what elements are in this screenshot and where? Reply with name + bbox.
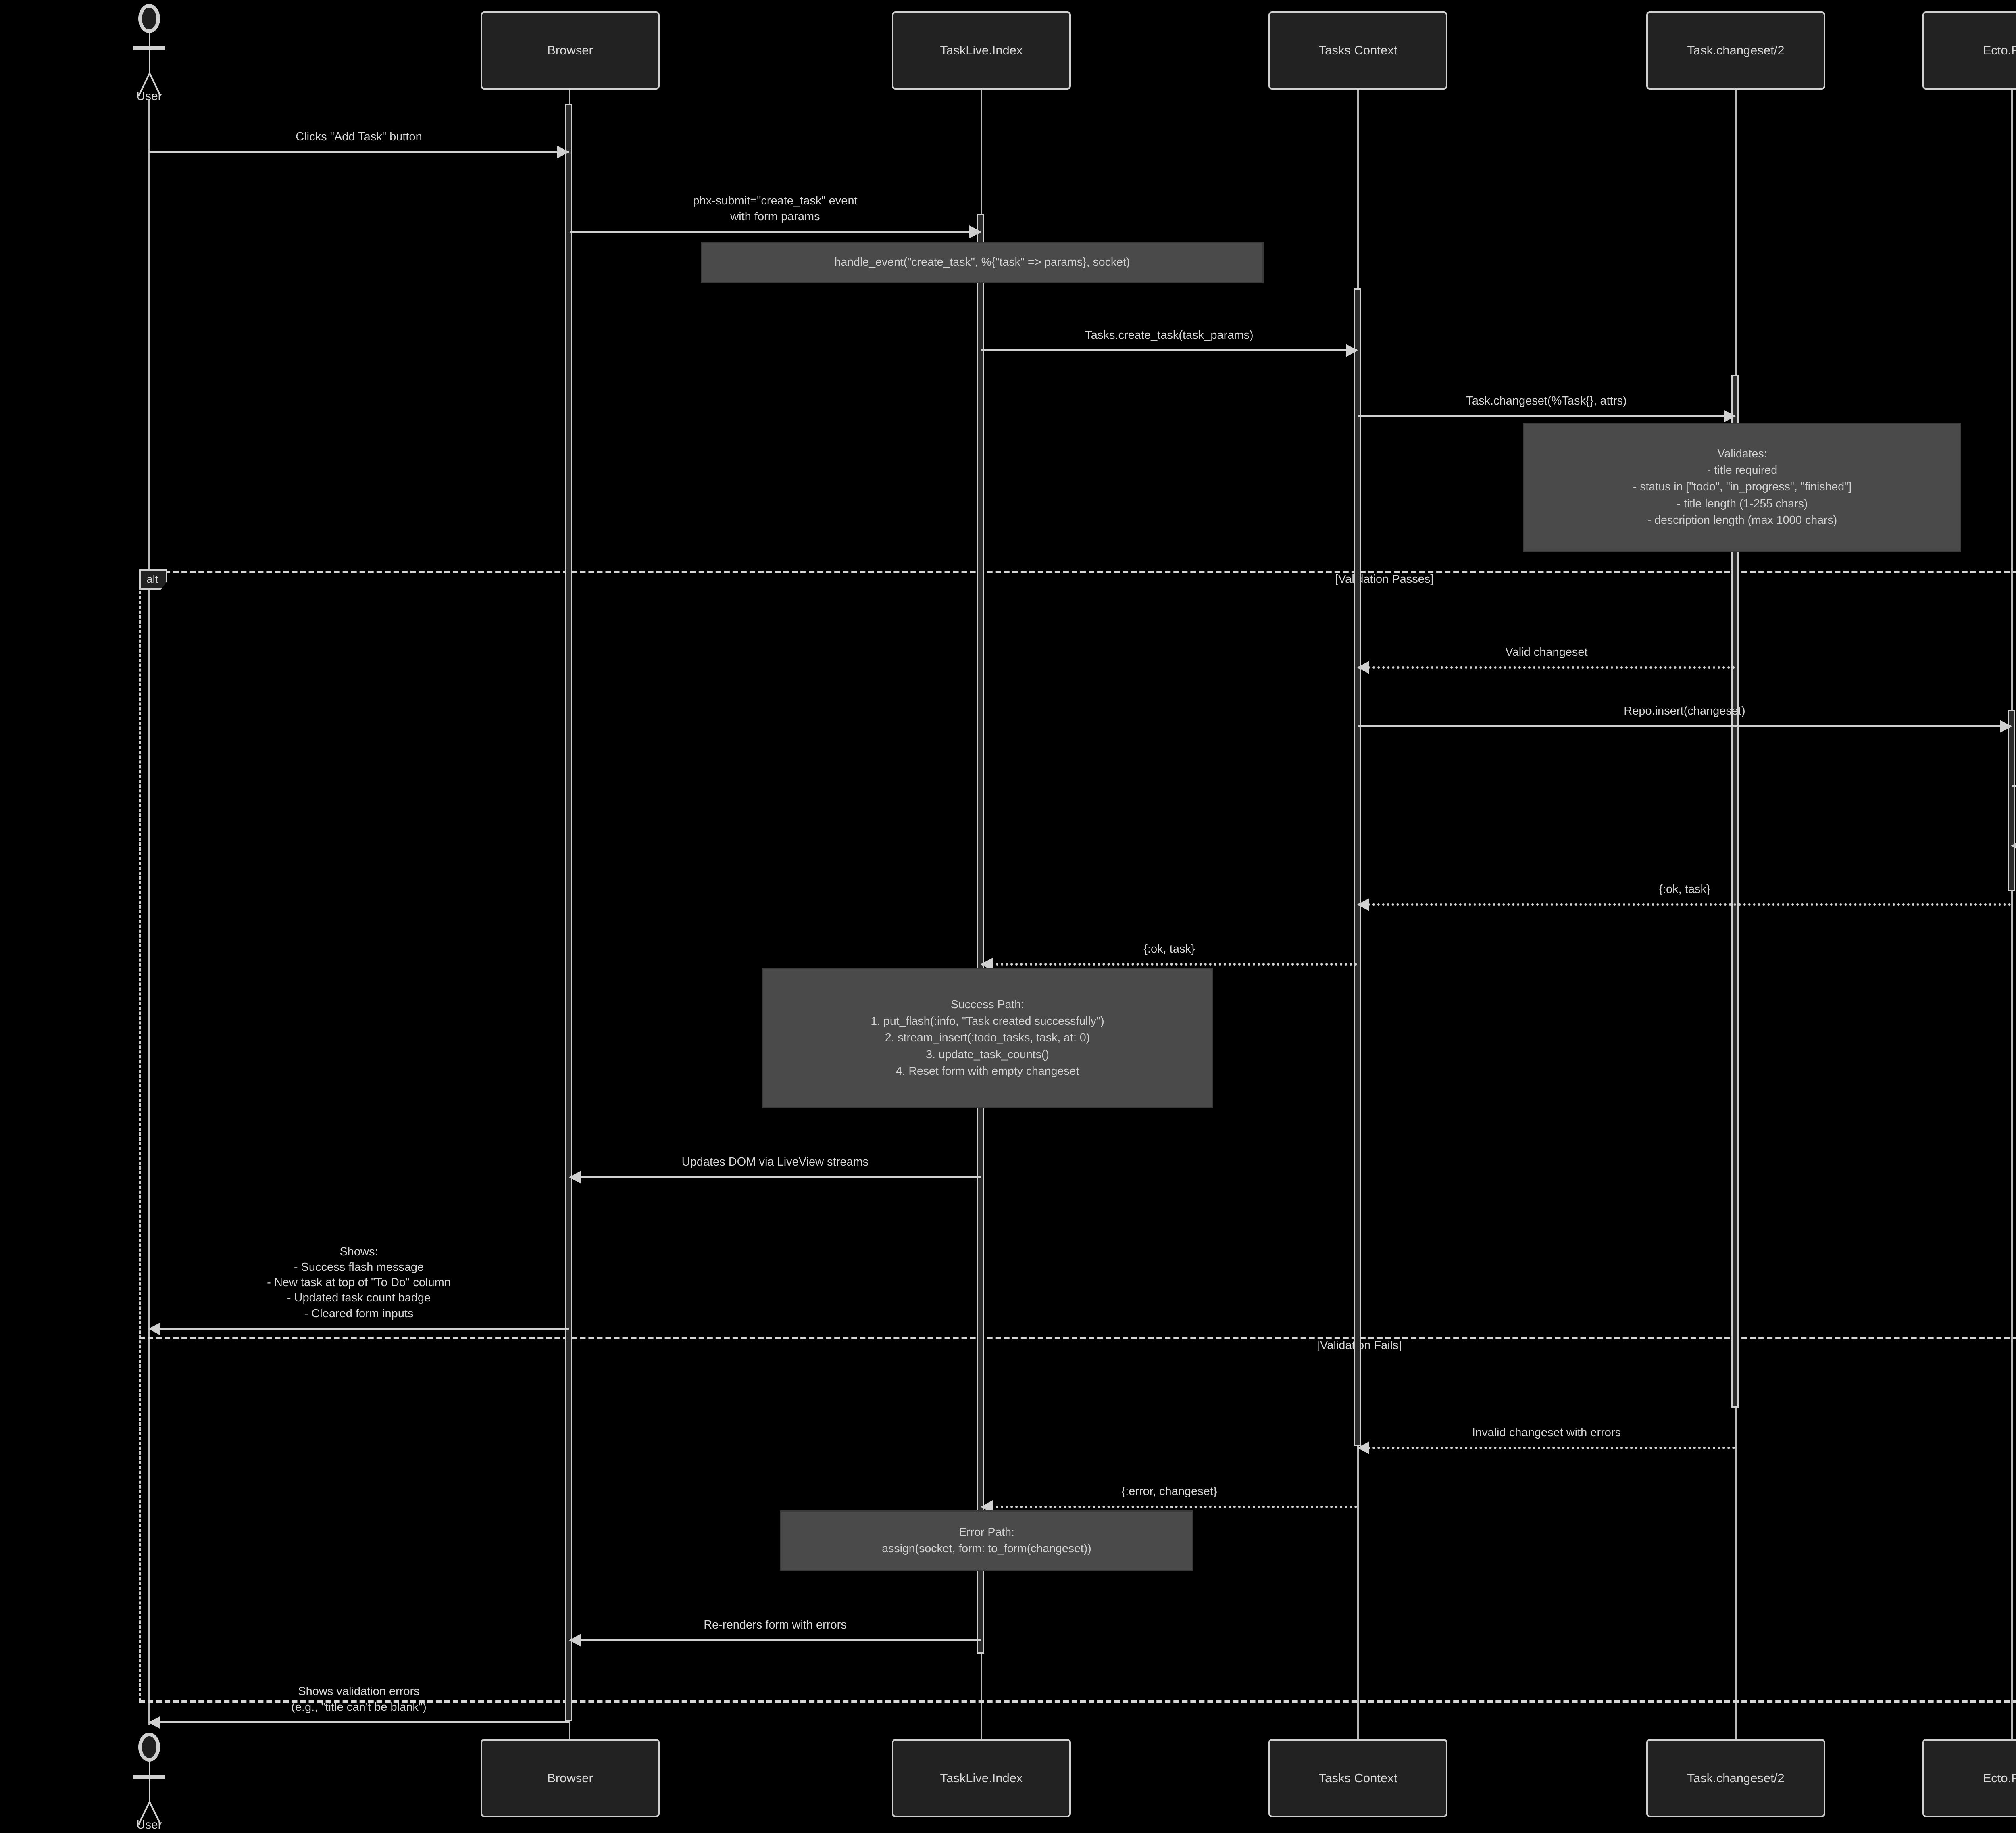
note-validates: Validates: - title required - status in … bbox=[1523, 423, 1961, 552]
arrowhead-left-icon bbox=[569, 1171, 581, 1184]
message-label: Shows: - Success flash message - New tas… bbox=[267, 1245, 451, 1320]
lifeline-user bbox=[148, 100, 150, 1725]
message-line bbox=[149, 1721, 569, 1723]
participant-label-tasklive-index: TaskLive.Index bbox=[940, 43, 1023, 57]
alt-fragment-tag: alt bbox=[139, 569, 167, 590]
arrowhead-right-icon bbox=[1724, 410, 1736, 423]
note-handle-event: handle_event("create_task", %{"task" => … bbox=[701, 242, 1264, 283]
participant-box-tasks-context-bottom[interactable]: Tasks Context bbox=[1268, 1739, 1447, 1817]
participant-box-tasks-context[interactable]: Tasks Context bbox=[1268, 11, 1447, 90]
note-success-path: Success Path: 1. put_flash(:info, "Task … bbox=[762, 968, 1213, 1108]
message-label: Updates DOM via LiveView streams bbox=[681, 1155, 869, 1168]
alt-fragment-bottom-border bbox=[139, 1700, 2016, 1703]
actor-head-icon bbox=[138, 1733, 160, 1762]
participant-label-tasklive-index: TaskLive.Index bbox=[940, 1771, 1023, 1785]
message-label: Re-renders form with errors bbox=[704, 1618, 847, 1631]
participant-box-tasklive-index[interactable]: TaskLive.Index bbox=[892, 11, 1071, 90]
participant-label-tasks-context: Tasks Context bbox=[1318, 43, 1397, 57]
arrowhead-right-icon bbox=[557, 146, 569, 158]
message-line bbox=[1358, 666, 1735, 669]
arrowhead-left-icon bbox=[1357, 1441, 1369, 1454]
participant-box-browser[interactable]: Browser bbox=[481, 11, 660, 90]
message-line bbox=[1358, 415, 1735, 417]
participant-label-browser: Browser bbox=[547, 43, 593, 57]
arrowhead-left-icon bbox=[1357, 661, 1369, 674]
participant-box-task-changeset[interactable]: Task.changeset/2 bbox=[1646, 11, 1825, 90]
lifeline-ecto-repo bbox=[2011, 90, 2013, 1739]
message-label: Valid changeset bbox=[1505, 645, 1588, 659]
message-line bbox=[570, 1176, 981, 1178]
alt-fragment-divider bbox=[139, 1337, 2016, 1339]
participant-label-browser: Browser bbox=[547, 1771, 593, 1785]
message-label: Tasks.create_task(task_params) bbox=[1085, 328, 1254, 342]
message-line bbox=[1358, 903, 2011, 906]
arrowhead-right-icon bbox=[969, 225, 981, 238]
message-line bbox=[981, 349, 1357, 351]
arrowhead-left-icon bbox=[148, 1322, 160, 1335]
message-line bbox=[570, 231, 981, 233]
alt-branch-condition-pass: [Validation Passes] bbox=[1335, 573, 1434, 586]
message-label: {:ok, task} bbox=[1143, 942, 1195, 955]
message-label: Shows validation errors (e.g., "title ca… bbox=[291, 1685, 427, 1714]
activation-bar-task-changeset bbox=[1731, 375, 1739, 1408]
participant-label-ecto-repo: Ecto.Repo bbox=[1983, 43, 2016, 57]
participant-label-user: User bbox=[136, 1818, 162, 1831]
participant-label-task-changeset: Task.changeset/2 bbox=[1687, 43, 1785, 57]
message-line bbox=[1358, 1447, 1735, 1449]
arrowhead-left-icon bbox=[148, 1716, 160, 1729]
actor-head-icon bbox=[138, 4, 160, 33]
message-line bbox=[1358, 725, 2011, 727]
message-line bbox=[2012, 785, 2016, 787]
message-line bbox=[981, 963, 1357, 966]
arrowhead-left-icon bbox=[1357, 898, 1369, 911]
message-label: {:error, changeset} bbox=[1121, 1485, 1217, 1498]
alt-fragment-top-border bbox=[139, 571, 2016, 573]
message-label: Clicks "Add Task" button bbox=[296, 130, 422, 143]
message-label: {:ok, task} bbox=[1659, 882, 1710, 896]
activation-bar-tasks-context bbox=[1354, 288, 1361, 1446]
participant-label-task-changeset: Task.changeset/2 bbox=[1687, 1771, 1785, 1785]
participant-box-tasklive-index-bottom[interactable]: TaskLive.Index bbox=[892, 1739, 1071, 1817]
message-label: Task.changeset(%Task{}, attrs) bbox=[1466, 394, 1627, 407]
message-line bbox=[981, 1506, 1357, 1508]
participant-box-browser-bottom[interactable]: Browser bbox=[481, 1739, 660, 1817]
participant-label-tasks-context: Tasks Context bbox=[1318, 1771, 1397, 1785]
participant-box-task-changeset-bottom[interactable]: Task.changeset/2 bbox=[1646, 1739, 1825, 1817]
message-label: phx-submit="create_task" event with form… bbox=[693, 194, 858, 223]
actor-body-icon bbox=[149, 1762, 150, 1804]
arrowhead-right-icon bbox=[2000, 720, 2012, 733]
message-label: Invalid changeset with errors bbox=[1472, 1426, 1621, 1439]
message-label: Returns new task record bbox=[2012, 823, 2016, 838]
message-line bbox=[570, 1639, 981, 1641]
message-label: Repo.insert(changeset) bbox=[1624, 704, 1745, 717]
note-error-path: Error Path: assign(socket, form: to_form… bbox=[780, 1510, 1193, 1571]
message-line bbox=[149, 151, 569, 153]
message-line bbox=[149, 1328, 569, 1330]
message-label: INSERT INTO tasks (title, description, s… bbox=[2012, 763, 2016, 778]
actor-body-icon bbox=[149, 33, 150, 75]
arrowhead-right-icon bbox=[1346, 344, 1358, 357]
arrowhead-left-icon bbox=[2011, 839, 2016, 852]
activation-bar-browser bbox=[565, 104, 572, 1721]
arrowhead-left-icon bbox=[569, 1634, 581, 1647]
participant-box-ecto-repo-bottom[interactable]: Ecto.Repo bbox=[1922, 1739, 2016, 1817]
participant-label-ecto-repo: Ecto.Repo bbox=[1983, 1771, 2016, 1785]
activation-bar-ecto-repo bbox=[2008, 710, 2015, 891]
participant-box-ecto-repo[interactable]: Ecto.Repo bbox=[1922, 11, 2016, 90]
activation-bar-tasklive-index bbox=[977, 214, 984, 1654]
